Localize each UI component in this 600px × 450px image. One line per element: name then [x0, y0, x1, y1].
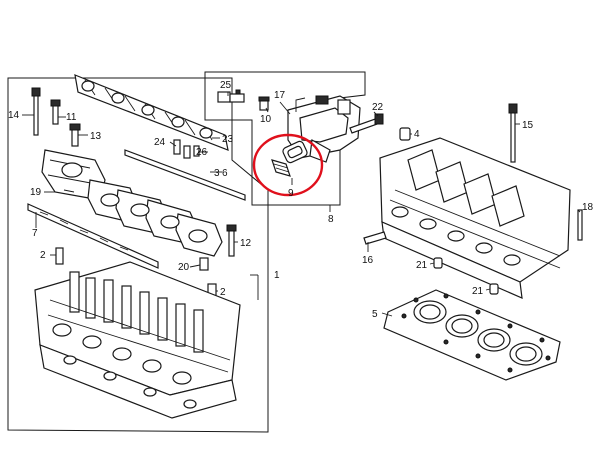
- callout-2b: 2: [220, 287, 226, 298]
- callout-11: 11: [66, 112, 77, 123]
- highlight-circle: [252, 133, 324, 197]
- long-bolt-15: [508, 103, 518, 163]
- rocker-arms: [41, 149, 223, 257]
- callout-21b: 21: [472, 286, 484, 297]
- bolt-12: [226, 224, 237, 257]
- callout-3: 3: [214, 168, 220, 179]
- callout-23: 23: [222, 134, 234, 145]
- callout-24: 24: [154, 137, 166, 148]
- bolt-22: [349, 113, 384, 134]
- cylinder-head-left: [34, 261, 241, 419]
- bolt-11: [50, 99, 61, 125]
- callout-6: 6: [222, 168, 228, 179]
- callout-9: 9: [288, 188, 294, 199]
- callout-20: 20: [178, 262, 190, 273]
- sensor-25: [217, 89, 245, 103]
- callout-2a: 2: [40, 250, 46, 261]
- callout-8: 8: [328, 214, 334, 225]
- head-gasket-5: [383, 289, 561, 381]
- callout-15: 15: [522, 120, 534, 131]
- callout-5: 5: [372, 309, 378, 320]
- fitting-10: [258, 96, 270, 111]
- vtec-solenoid-valve: [287, 95, 361, 163]
- callout-22: 22: [372, 102, 384, 113]
- callout-26: 26: [196, 147, 208, 158]
- stud-16: [363, 231, 387, 245]
- callout-10: 10: [260, 114, 272, 125]
- dowel-2a: [55, 247, 64, 265]
- dowel-21a: [433, 257, 443, 269]
- callout-19: 19: [30, 187, 42, 198]
- dowel-20: [199, 257, 209, 271]
- callout-16: 16: [362, 255, 374, 266]
- callout-labels: 1 2 2 3 4 5 6 7 8 9 10 11 12 13 14 15 16…: [8, 80, 594, 320]
- leader-lines: [22, 92, 581, 317]
- cylinder-head-right: [379, 137, 571, 299]
- long-bolt-14: [31, 87, 41, 136]
- solenoid-assembly-frame: [204, 71, 366, 206]
- callout-12: 12: [240, 238, 252, 249]
- rocker-shaft-6: [124, 149, 246, 201]
- bolt-13: [69, 123, 81, 147]
- callout-21a: 21: [416, 260, 428, 271]
- bolt-set-24-26: [173, 139, 200, 159]
- bolt-18: [577, 209, 583, 241]
- rocker-shaft-7: [27, 203, 159, 269]
- callout-17: 17: [274, 90, 286, 101]
- callout-7: 7: [32, 228, 38, 239]
- rocker-shaft-upper: [74, 74, 229, 151]
- callout-18: 18: [582, 202, 594, 213]
- callout-13: 13: [90, 131, 102, 142]
- callout-25: 25: [220, 80, 232, 91]
- callout-4: 4: [414, 129, 420, 140]
- plug-4: [399, 127, 411, 141]
- callout-14: 14: [8, 110, 20, 121]
- oil-filter-screen-9: [271, 140, 308, 177]
- dowel-21b: [489, 283, 499, 295]
- callout-1: 1: [274, 270, 280, 281]
